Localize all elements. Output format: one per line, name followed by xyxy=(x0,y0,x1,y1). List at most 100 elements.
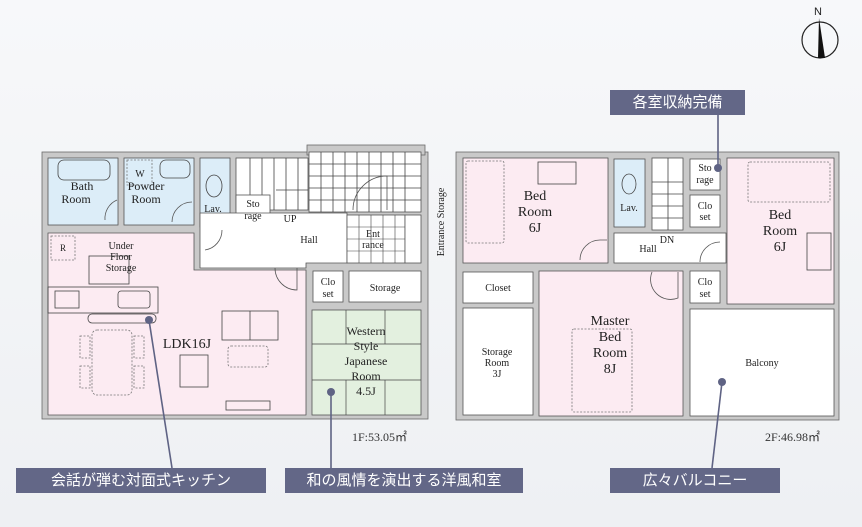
entrance-storage-label: Entrance Storage xyxy=(436,187,447,256)
storage-2f xyxy=(689,158,721,191)
under-floor-label: Storage xyxy=(106,263,137,274)
powder-room xyxy=(123,157,195,226)
ldk-door[interactable] xyxy=(274,267,298,291)
powder-label: Powder xyxy=(128,179,165,193)
callout-kitchen: 会話が弾む対面式キッチン xyxy=(16,468,266,493)
storage-label: rage xyxy=(244,211,262,222)
bed2-label: Room xyxy=(763,224,797,239)
bedroom1-door[interactable] xyxy=(579,239,607,261)
bath-room xyxy=(47,157,119,226)
entrance-label: rance xyxy=(362,240,384,251)
desk xyxy=(806,232,832,271)
dining-table xyxy=(91,329,133,396)
north-label: N xyxy=(814,6,822,18)
closet-2f-left xyxy=(462,271,534,304)
coffee-table xyxy=(227,345,269,368)
storage-room-label: Room xyxy=(485,358,510,369)
entrance-door[interactable] xyxy=(352,175,388,211)
storage-room-label: 3J xyxy=(493,369,502,380)
bed xyxy=(747,161,831,203)
storage-2f-label: Sto xyxy=(698,163,711,174)
storage-1f xyxy=(348,270,422,303)
tatami-lines xyxy=(312,310,421,415)
tile-grid xyxy=(309,152,421,212)
callout-balcony: 広々バルコニー xyxy=(610,468,780,493)
entrance-porch xyxy=(308,151,422,213)
bed2-label: Bed xyxy=(769,208,792,223)
toilet xyxy=(621,173,637,195)
master-label: 8J xyxy=(604,362,617,377)
washer xyxy=(126,159,153,186)
bedroom-2 xyxy=(726,157,835,305)
armchair xyxy=(179,354,209,388)
japanese-label: 4.5J xyxy=(356,384,376,398)
floor-1: Bath Room Powder Room W Lav. Sto rage UP… xyxy=(41,144,447,420)
counter-bar xyxy=(87,313,157,324)
floor2-area: 2F:46.98㎡ xyxy=(765,430,821,444)
callout-leaders xyxy=(145,115,726,469)
japanese-label: Western xyxy=(346,324,385,338)
floor-2: Bed Room 6J Lav. Sto rage Clo set Bed Ro… xyxy=(455,151,840,421)
tv-stand xyxy=(225,400,271,411)
storage-1f-label: Storage xyxy=(370,283,401,294)
hall-2f-label: Hall xyxy=(639,244,656,255)
ldk-label: LDK16J xyxy=(163,337,212,352)
closet-2f-left-label: Closet xyxy=(485,283,511,294)
bed xyxy=(571,328,633,413)
refrigerator xyxy=(50,235,76,261)
dining-chair xyxy=(133,335,145,359)
master-label: Bed xyxy=(599,330,622,345)
japanese-room xyxy=(311,309,422,416)
hall xyxy=(199,212,348,269)
sink xyxy=(159,159,191,179)
bed xyxy=(465,160,505,244)
powder-door[interactable] xyxy=(171,201,193,223)
closet-label: Clo xyxy=(698,201,712,212)
master-label: Room xyxy=(593,346,627,361)
floor1-area: 1F:53.05㎡ xyxy=(352,430,408,444)
under-floor-storage-hatch xyxy=(88,255,130,285)
lavatory-2f xyxy=(613,158,646,228)
kitchen-counter xyxy=(47,286,159,314)
dn-label: DN xyxy=(660,235,674,246)
bed1-label: Bed xyxy=(524,189,547,204)
balcony-label: Balcony xyxy=(745,358,778,369)
hall-label: Hall xyxy=(300,235,317,246)
closet-2f-upper xyxy=(689,194,721,228)
bath-door[interactable] xyxy=(104,199,118,221)
compass: N xyxy=(801,6,839,59)
closet-label: set xyxy=(322,289,333,300)
closet-1f xyxy=(312,270,344,303)
closet-label: set xyxy=(699,212,710,223)
lav-label: Lav. xyxy=(204,204,221,215)
under-floor-label: Floor xyxy=(110,252,132,263)
kitchen-sink xyxy=(117,290,151,309)
toilet xyxy=(205,174,223,198)
bathtub xyxy=(57,159,111,181)
closet-2f-lower xyxy=(689,270,721,304)
dining-chair xyxy=(79,335,91,359)
master-bedroom xyxy=(538,270,684,417)
washer-label: W xyxy=(135,169,145,180)
bed1-label: 6J xyxy=(529,221,542,236)
bath-label: Room xyxy=(61,192,91,206)
lav-door[interactable] xyxy=(204,229,223,251)
bath-label: Bath xyxy=(71,179,94,193)
closet-label: set xyxy=(699,289,710,300)
storage-2f-label: rage xyxy=(696,175,714,186)
powder-label: Room xyxy=(131,192,161,206)
bed2-label: 6J xyxy=(774,240,787,255)
refrigerator-label: R xyxy=(60,243,66,253)
bed1-label: Room xyxy=(518,205,552,220)
hall-2f xyxy=(613,232,727,264)
callout-storage: 各室収納完備 xyxy=(610,90,745,115)
japanese-label: Style xyxy=(354,339,379,353)
master-label: Master xyxy=(591,314,630,329)
bedroom2-door[interactable] xyxy=(699,241,721,263)
desk xyxy=(537,161,577,185)
up-label: UP xyxy=(284,214,297,225)
master-door[interactable] xyxy=(650,271,679,300)
stove xyxy=(54,290,80,309)
japanese-label: Japanese xyxy=(345,354,388,368)
